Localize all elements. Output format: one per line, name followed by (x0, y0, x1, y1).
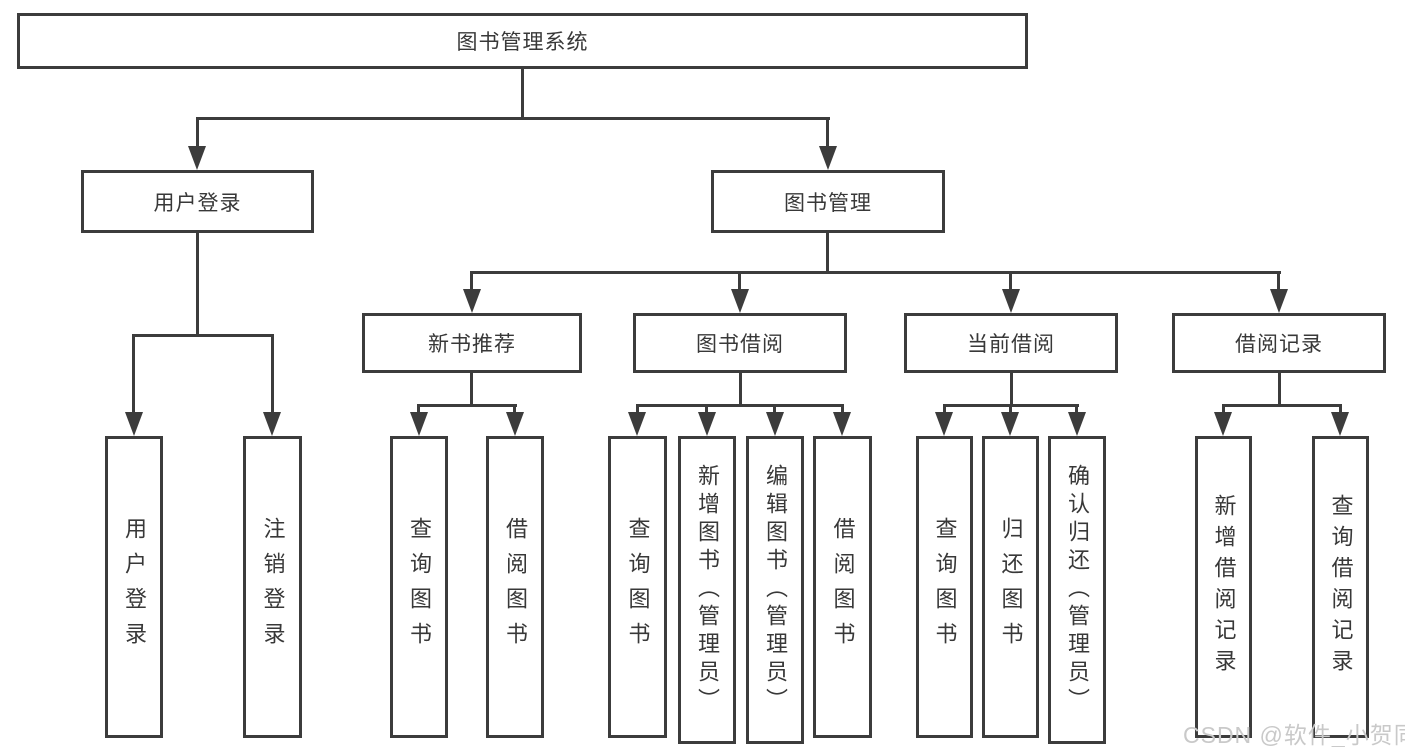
connector-line (1010, 370, 1013, 407)
node-label: 用户登录 (153, 191, 242, 215)
connector-line (521, 66, 524, 119)
node-library-management-system: 图书管理系统 (17, 13, 1028, 69)
connector-line (636, 404, 844, 407)
connector-line (841, 404, 844, 415)
arrow-down-icon (731, 289, 749, 313)
arrow-down-icon (1068, 412, 1086, 436)
node-label: 归还图书 (998, 517, 1024, 657)
connector-line (196, 117, 830, 120)
node-label: 注销登录 (260, 517, 286, 657)
connector-line (1222, 404, 1341, 407)
connector-line (1009, 271, 1012, 292)
node-label: 用户登录 (122, 517, 147, 657)
node-label: 编辑图书（管理员） (763, 464, 788, 716)
leaf-confirm-return-admin: 确认归还（管理员） (1048, 436, 1106, 744)
connector-line (417, 404, 517, 407)
connector-line (943, 404, 946, 415)
connector-line (271, 334, 274, 414)
node-label: 图书借阅 (696, 333, 784, 356)
leaf-query-books-1: 查询图书 (390, 436, 448, 738)
connector-line (470, 271, 1281, 274)
node-book-management: 图书管理 (711, 170, 945, 233)
leaf-query-books-2: 查询图书 (608, 436, 667, 738)
arrow-down-icon (263, 412, 281, 436)
node-current-borrowing: 当前借阅 (904, 313, 1118, 373)
node-label: 当前借阅 (967, 333, 1055, 356)
connector-line (826, 230, 829, 274)
arrow-down-icon (410, 412, 428, 436)
node-label: 借阅图书 (830, 517, 856, 657)
connector-line (1222, 404, 1225, 415)
arrow-down-icon (935, 412, 953, 436)
connector-line (739, 370, 742, 407)
node-label: 查询图书 (625, 517, 651, 657)
node-label: 借阅记录 (1235, 333, 1323, 356)
connector-line (1339, 404, 1342, 415)
arrow-down-icon (1002, 289, 1020, 313)
leaf-borrow-books-1: 借阅图书 (486, 436, 544, 738)
node-label: 新增借阅记录 (1211, 494, 1237, 680)
node-new-book-recommendation: 新书推荐 (362, 313, 582, 373)
arrow-down-icon (1270, 289, 1288, 313)
arrow-down-icon (1331, 412, 1349, 436)
connector-line (470, 271, 473, 292)
arrow-down-icon (463, 289, 481, 313)
arrow-down-icon (819, 146, 837, 170)
leaf-user-login: 用户登录 (105, 436, 163, 738)
connector-line (738, 271, 741, 292)
connector-line (1278, 370, 1281, 407)
leaf-query-borrow-record: 查询借阅记录 (1312, 436, 1369, 738)
connector-line (470, 370, 473, 407)
connector-line (196, 117, 199, 149)
arrow-down-icon (506, 412, 524, 436)
leaf-borrow-books-2: 借阅图书 (813, 436, 872, 738)
watermark: CSDN @软件_小贺同学 (1183, 722, 1405, 747)
node-label: 图书管理系统 (456, 31, 589, 54)
connector-line (773, 404, 776, 415)
arrow-down-icon (188, 146, 206, 170)
connector-line (417, 404, 420, 415)
connector-line (1009, 404, 1012, 415)
leaf-logout: 注销登录 (243, 436, 302, 738)
arrow-down-icon (628, 412, 646, 436)
leaf-edit-book-admin: 编辑图书（管理员） (746, 436, 804, 744)
node-label: 查询借阅记录 (1328, 494, 1354, 680)
arrow-down-icon (1001, 412, 1019, 436)
arrow-down-icon (1214, 412, 1232, 436)
connector-line (705, 404, 708, 415)
connector-line (1277, 271, 1280, 292)
connector-line (1075, 404, 1078, 415)
connector-line (132, 334, 273, 337)
node-label: 查询图书 (932, 517, 958, 657)
node-label: 确认归还（管理员） (1065, 464, 1090, 716)
arrow-down-icon (125, 412, 143, 436)
leaf-add-borrow-record: 新增借阅记录 (1195, 436, 1252, 738)
node-label: 新增图书（管理员） (695, 464, 720, 716)
connector-line (132, 334, 135, 414)
arrow-down-icon (766, 412, 784, 436)
node-label: 新书推荐 (428, 333, 516, 356)
node-user-login: 用户登录 (81, 170, 314, 233)
connector-line (196, 230, 199, 337)
node-label: 借阅图书 (503, 517, 528, 657)
node-borrowing-records: 借阅记录 (1172, 313, 1386, 373)
node-label: 查询图书 (407, 517, 432, 657)
connector-line (636, 404, 639, 415)
leaf-query-books-3: 查询图书 (916, 436, 973, 738)
arrow-down-icon (833, 412, 851, 436)
leaf-add-book-admin: 新增图书（管理员） (678, 436, 736, 744)
arrow-down-icon (698, 412, 716, 436)
node-book-borrowing: 图书借阅 (633, 313, 847, 373)
leaf-return-books: 归还图书 (982, 436, 1039, 738)
connector-line (826, 117, 829, 149)
node-label: 图书管理 (784, 191, 872, 215)
connector-line (513, 404, 516, 415)
